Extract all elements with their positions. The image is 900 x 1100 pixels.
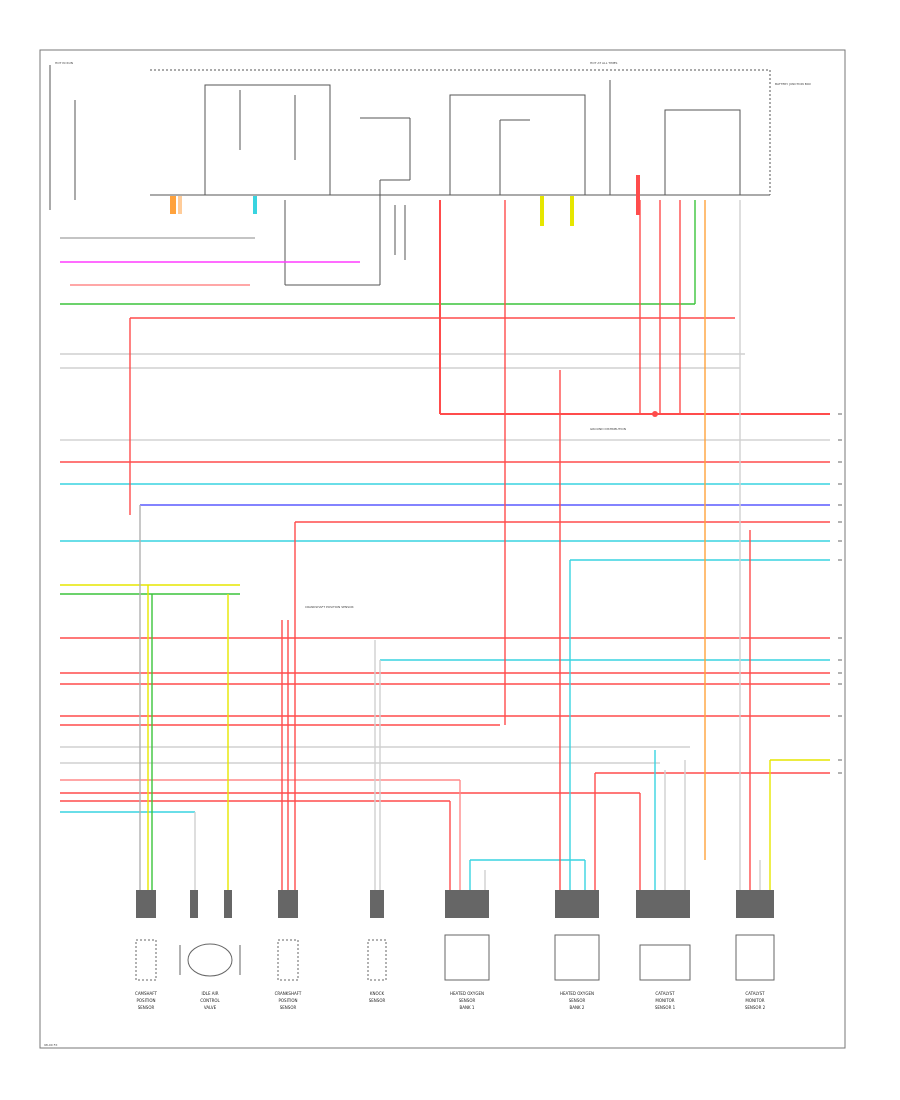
component-caption: CATALYST <box>745 991 765 996</box>
svg-text:SENSOR 1: SENSOR 1 <box>655 1005 676 1010</box>
horizontal-circuits <box>60 237 830 813</box>
svg-text:MONITOR: MONITOR <box>655 998 674 1003</box>
component-caption: IDLE AIR <box>202 991 219 996</box>
component-bodies <box>135 934 775 981</box>
component-caption: CAMSHAFT <box>135 991 157 996</box>
svg-text:CONTROL: CONTROL <box>200 998 220 1003</box>
fuse-chips <box>170 175 640 226</box>
component-caption: KNOCK <box>370 991 385 996</box>
svg-text:SENSOR: SENSOR <box>280 1005 297 1010</box>
svg-text:SENSOR: SENSOR <box>459 998 476 1003</box>
right-terminals <box>838 413 842 774</box>
svg-text:POSITION: POSITION <box>278 998 297 1003</box>
svg-text:BANK 2: BANK 2 <box>570 1005 585 1010</box>
svg-text:POSITION: POSITION <box>136 998 155 1003</box>
diagram-border <box>39 49 846 1049</box>
component-caption: HEATED OXYGEN <box>450 991 484 996</box>
header-label-center: HOT AT ALL TIMES <box>590 61 618 65</box>
fuse-box-area <box>49 65 771 286</box>
vertical-circuits <box>129 200 771 890</box>
svg-text:BANK 1: BANK 1 <box>460 1005 475 1010</box>
svg-text:SENSOR: SENSOR <box>569 998 586 1003</box>
figure-code: 98-00 FX <box>44 1043 57 1047</box>
svg-text:SENSOR: SENSOR <box>369 998 386 1003</box>
svg-text:MONITOR: MONITOR <box>745 998 764 1003</box>
connector-blocks <box>136 890 774 918</box>
splice-label: GROUND DISTRIBUTION <box>590 427 626 431</box>
svg-text:SENSOR 2: SENSOR 2 <box>745 1005 766 1010</box>
component-captions: CAMSHAFT POSITION SENSOR IDLE AIR CONTRO… <box>135 991 766 1010</box>
center-note: CRANKSHAFT POSITION SENSOR <box>305 605 354 609</box>
svg-text:VALVE: VALVE <box>204 1005 217 1010</box>
component-caption: CATALYST <box>655 991 675 996</box>
splice-point <box>652 411 658 417</box>
component-caption: HEATED OXYGEN <box>560 991 594 996</box>
component-caption: CRANKSHAFT <box>275 991 302 996</box>
header-label-right: BATTERY JUNCTION BOX <box>775 82 811 86</box>
header-label-left: HOT IN RUN <box>55 61 73 65</box>
svg-text:SENSOR: SENSOR <box>138 1005 155 1010</box>
